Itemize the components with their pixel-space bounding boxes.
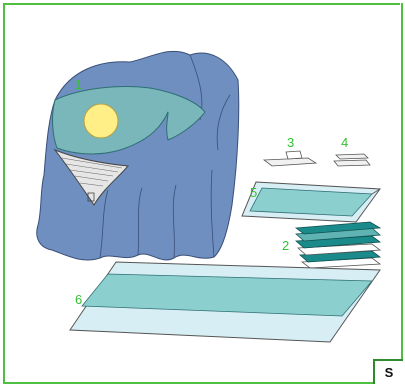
item-4-small-pads bbox=[334, 154, 370, 166]
label-5: 5 bbox=[250, 185, 257, 200]
label-1: 1 bbox=[75, 77, 82, 92]
item-2-stacked-sheets bbox=[296, 222, 380, 268]
label-3: 3 bbox=[287, 135, 294, 150]
label-6: 6 bbox=[75, 292, 82, 307]
label-2: 2 bbox=[282, 238, 289, 253]
item-5-framed-sheet bbox=[242, 182, 380, 222]
corner-badge[interactable]: S bbox=[373, 359, 403, 384]
item-6-large-sheet bbox=[70, 262, 380, 342]
item-3-tape-strips bbox=[264, 151, 316, 166]
item-1-draped-figure bbox=[37, 51, 239, 260]
label-4: 4 bbox=[341, 135, 348, 150]
